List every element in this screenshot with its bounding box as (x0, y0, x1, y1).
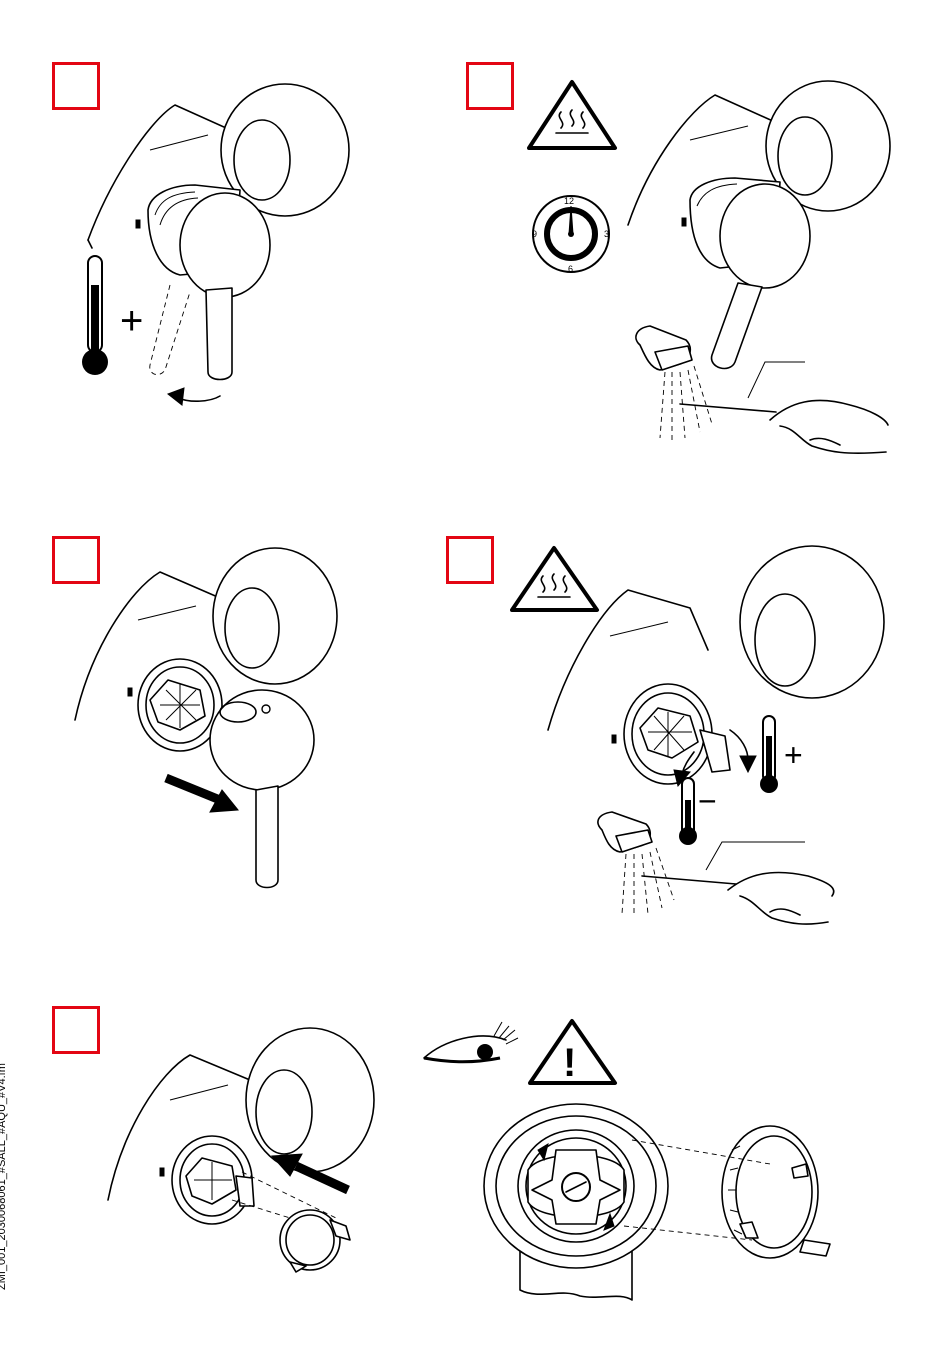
panel-adjust-limit: + − (512, 546, 884, 924)
caution-triangle-icon: ! (530, 1021, 615, 1085)
hot-surface-warning-icon (512, 548, 597, 610)
plus-symbol: + (784, 737, 803, 773)
eye-icon (424, 1022, 518, 1062)
thermometer-plus-icon (760, 716, 778, 793)
thermometer-probe-icon (680, 362, 888, 453)
cartridge-detail-icon (484, 1104, 770, 1300)
clock-9: 9 (532, 229, 537, 239)
step-frame-1 (52, 62, 100, 110)
panel-open-hot: + (82, 84, 349, 405)
minus-symbol: − (698, 783, 717, 819)
hot-surface-warning-icon (529, 82, 615, 148)
thermometer-icon (82, 256, 108, 375)
side-code-text: ZMI_001_2030068061_#SALL_#AQU_#V4.fm (0, 1063, 8, 1290)
warning-mark: ! (563, 1041, 576, 1085)
panel-fit-ring (108, 1028, 374, 1272)
step-frame-4 (446, 536, 494, 584)
limit-ring-icon (280, 1210, 350, 1272)
side-document-code: ZMI_001_2030068061_#SALL_#AQU_#V4.fm (0, 1180, 16, 1200)
panel-remove-handle (75, 548, 337, 888)
timer-clock-icon: 12 3 6 9 (532, 196, 609, 274)
thermometer-probe-icon (642, 842, 834, 924)
step-frame-5 (52, 1006, 100, 1054)
step-frame-3 (52, 536, 100, 584)
plus-symbol: + (120, 299, 143, 343)
shower-head-icon (636, 326, 712, 440)
shower-head-icon (598, 812, 674, 916)
clock-3: 3 (604, 229, 609, 239)
clock-6: 6 (568, 264, 573, 274)
step-frame-2 (466, 62, 514, 110)
panel-check-ring: ! (424, 1021, 830, 1300)
rotate-arrow-icon (168, 388, 220, 405)
panel-measure-temp: 12 3 6 9 (529, 81, 890, 453)
limit-ring-icon (722, 1126, 830, 1258)
pull-arrow-icon (166, 778, 238, 812)
thermometer-minus-icon (679, 778, 697, 845)
clock-12: 12 (564, 196, 574, 206)
